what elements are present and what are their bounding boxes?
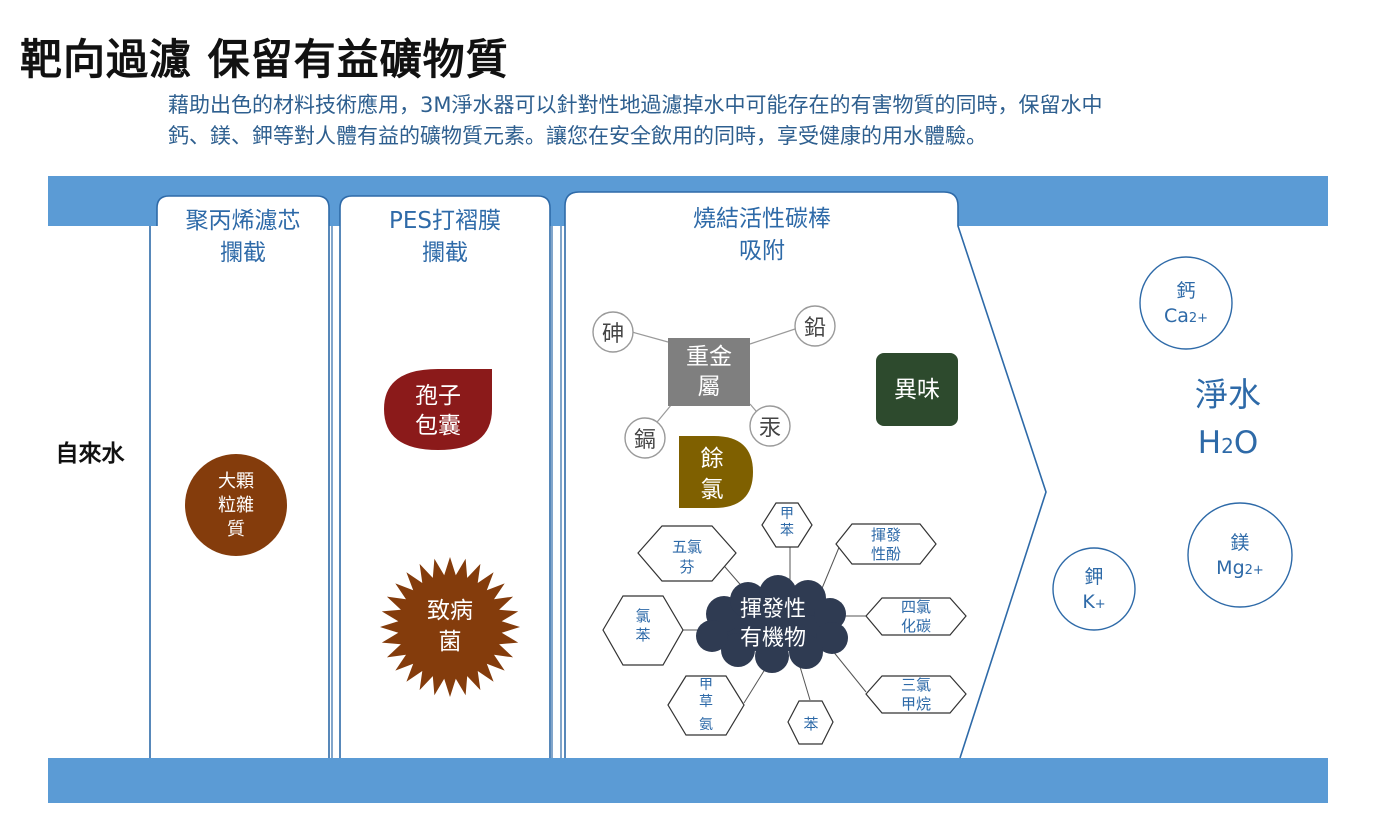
mineral-potassium: 鉀 K+ bbox=[1052, 547, 1136, 631]
heavy-metals-label-1: 重金 bbox=[686, 344, 732, 370]
voc-chloroform: 三氯 甲烷 bbox=[865, 675, 967, 714]
description-line-1: 藉助出色的材料技術應用，3M淨水器可以針對性地過濾掉水中可能存在的有害物質的同時… bbox=[168, 93, 1103, 117]
metal-mercury-label: 汞 bbox=[759, 416, 781, 441]
magnesium-symbol: Mg bbox=[1216, 557, 1244, 579]
voc-methomyl-label-2: 草 bbox=[699, 694, 713, 710]
stage-1-title-line1: 聚丙烯濾芯 bbox=[186, 208, 301, 234]
metal-cadmium: 鎘 bbox=[624, 417, 666, 459]
formula-h: H bbox=[1198, 425, 1221, 461]
mineral-magnesium: 鎂 Mg2+ bbox=[1187, 502, 1293, 608]
calcium-symbol: Ca bbox=[1164, 305, 1189, 327]
stage-2-title-line1: PES打褶膜 bbox=[389, 208, 501, 234]
voc-pentachlorophenol-label-2: 芬 bbox=[679, 558, 694, 576]
chlorine-label-1: 餘 bbox=[701, 446, 724, 472]
page-title: 靶向過濾 保留有益礦物質 bbox=[20, 35, 509, 84]
stage-3-title-line1: 燒結活性碳棒 bbox=[693, 206, 831, 232]
voc-phenol: 揮發 性酚 bbox=[835, 523, 937, 565]
calcium-charge: 2+ bbox=[1189, 311, 1208, 326]
voc-toluene-label-2: 苯 bbox=[780, 522, 794, 539]
pipe-bottom-wall bbox=[48, 758, 1328, 803]
mineral-magnesium-name: 鎂 bbox=[1230, 532, 1249, 554]
description-line-2: 鈣、鎂、鉀等對人體有益的礦物質元素。讓您在安全飲用的同時，享受健康的用水體驗。 bbox=[168, 124, 987, 148]
metal-lead: 鉛 bbox=[794, 305, 836, 347]
voc-phenol-label-2: 性酚 bbox=[871, 545, 901, 563]
spore-shape: 孢子 包囊 bbox=[384, 369, 492, 450]
voc-carbon-tetrachloride: 四氯 化碳 bbox=[865, 597, 967, 636]
formula-o: O bbox=[1234, 425, 1258, 461]
particle-circle: 大顆 粒雜 質 bbox=[185, 454, 287, 556]
potassium-symbol: K bbox=[1082, 591, 1095, 613]
particle-label-2: 粒雜 bbox=[218, 495, 254, 516]
mineral-magnesium-symbol: Mg2+ bbox=[1216, 557, 1264, 579]
mineral-calcium: 鈣 Ca2+ bbox=[1139, 256, 1233, 350]
voc-toluene-label-1: 甲 bbox=[780, 506, 794, 522]
voc-chlorobenzene-label-1: 氯 bbox=[635, 607, 650, 625]
voc-label-1: 揮發性 bbox=[740, 597, 806, 622]
bacteria-label-1: 致病 bbox=[427, 598, 473, 624]
stage-2-title-line2: 攔截 bbox=[422, 240, 468, 266]
bacteria-starburst: 致病 菌 bbox=[380, 557, 520, 697]
stage-carbon-block: 燒結活性碳棒 吸附 bbox=[560, 191, 1047, 759]
metal-mercury: 汞 bbox=[749, 405, 791, 447]
mineral-calcium-symbol: Ca2+ bbox=[1164, 305, 1208, 327]
formula-subscript: 2 bbox=[1221, 434, 1234, 458]
magnesium-charge: 2+ bbox=[1245, 563, 1264, 578]
metal-cadmium-label: 鎘 bbox=[634, 428, 656, 453]
voc-chlorobenzene: 氯 苯 bbox=[602, 595, 684, 666]
mineral-potassium-name: 鉀 bbox=[1084, 566, 1103, 588]
metal-lead-label: 鉛 bbox=[804, 316, 826, 341]
voc-chloroform-label-2: 甲烷 bbox=[901, 695, 931, 713]
voc-benzene: 苯 bbox=[787, 700, 834, 745]
stage-1-title-line2: 攔截 bbox=[220, 240, 266, 266]
voc-methomyl-label-3: 氨 bbox=[699, 717, 713, 733]
voc-carbon-tetrachloride-label-2: 化碳 bbox=[901, 617, 931, 635]
chlorine-label-2: 氯 bbox=[701, 477, 724, 503]
voc-methomyl-label-1: 甲 bbox=[699, 677, 713, 693]
voc-cloud bbox=[696, 575, 848, 673]
bacteria-label-2: 菌 bbox=[439, 629, 462, 655]
output-formula: H2O bbox=[1198, 425, 1258, 461]
potassium-charge: + bbox=[1095, 597, 1106, 612]
particle-label-1: 大顆 bbox=[218, 471, 254, 492]
odor-label: 異味 bbox=[894, 377, 940, 403]
voc-toluene: 甲 苯 bbox=[761, 502, 813, 548]
voc-pentachlorophenol: 五氯 芬 bbox=[637, 525, 737, 582]
metal-arsenic-label: 砷 bbox=[602, 322, 624, 347]
voc-phenol-label-1: 揮發 bbox=[871, 526, 901, 544]
voc-label-2: 有機物 bbox=[740, 626, 806, 651]
mineral-potassium-symbol: K+ bbox=[1082, 591, 1105, 613]
heavy-metals-label-2: 屬 bbox=[698, 374, 721, 400]
chlorine-shape: 餘 氯 bbox=[679, 436, 753, 508]
voc-chlorobenzene-label-2: 苯 bbox=[635, 626, 650, 644]
input-label: 自來水 bbox=[56, 440, 126, 467]
mineral-calcium-name: 鈣 bbox=[1176, 280, 1195, 302]
stage-3-title-line2: 吸附 bbox=[739, 238, 785, 264]
description: 藉助出色的材料技術應用，3M淨水器可以針對性地過濾掉水中可能存在的有害物質的同時… bbox=[168, 90, 1248, 152]
output-title: 淨水 bbox=[1195, 375, 1261, 414]
particle-label-3: 質 bbox=[227, 519, 245, 540]
voc-carbon-tetrachloride-label-1: 四氯 bbox=[901, 598, 931, 616]
metal-arsenic: 砷 bbox=[592, 311, 634, 353]
voc-methomyl: 甲 草 氨 bbox=[667, 675, 745, 736]
odor-box: 異味 bbox=[876, 353, 958, 426]
spore-label-2: 包囊 bbox=[415, 413, 461, 439]
spore-label-1: 孢子 bbox=[415, 383, 461, 409]
voc-pentachlorophenol-label-1: 五氯 bbox=[672, 538, 702, 556]
heavy-metals-box bbox=[668, 338, 750, 406]
voc-benzene-label: 苯 bbox=[803, 715, 818, 733]
voc-chloroform-label-1: 三氯 bbox=[901, 676, 931, 694]
